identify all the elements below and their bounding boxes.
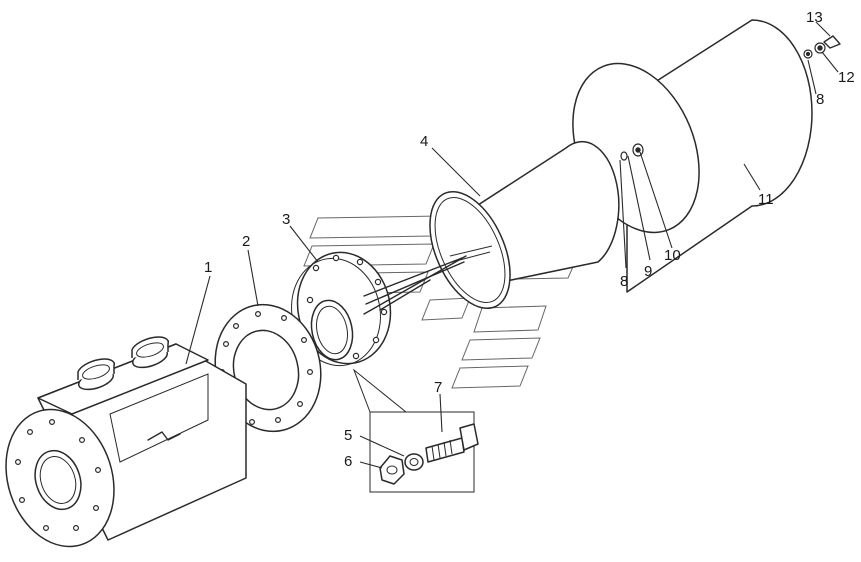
callout-12: 12 <box>838 69 855 86</box>
part-1-housing-body <box>5 336 247 548</box>
part-12-13-wing-nut-set <box>803 35 841 59</box>
callout-5: 5 <box>344 427 352 444</box>
callout-3: 3 <box>282 211 290 228</box>
callout-13: 13 <box>806 9 823 26</box>
callout-10: 10 <box>664 247 681 264</box>
callout-8-upper: 8 <box>816 91 824 108</box>
part-4-filter-element <box>429 140 620 310</box>
callout-6: 6 <box>344 453 352 470</box>
callout-9: 9 <box>644 263 652 280</box>
callout-2: 2 <box>242 233 250 250</box>
callout-11: 11 <box>758 191 774 208</box>
callout-1: 1 <box>204 259 212 276</box>
callout-labels: 1 2 3 4 5 6 7 8 9 10 11 8 12 13 <box>204 9 855 470</box>
callout-leaders <box>185 21 839 469</box>
callout-8-lower: 8 <box>620 273 628 290</box>
bolt-detail-box <box>352 368 479 493</box>
callout-4: 4 <box>420 133 428 150</box>
callout-7: 7 <box>434 379 442 396</box>
